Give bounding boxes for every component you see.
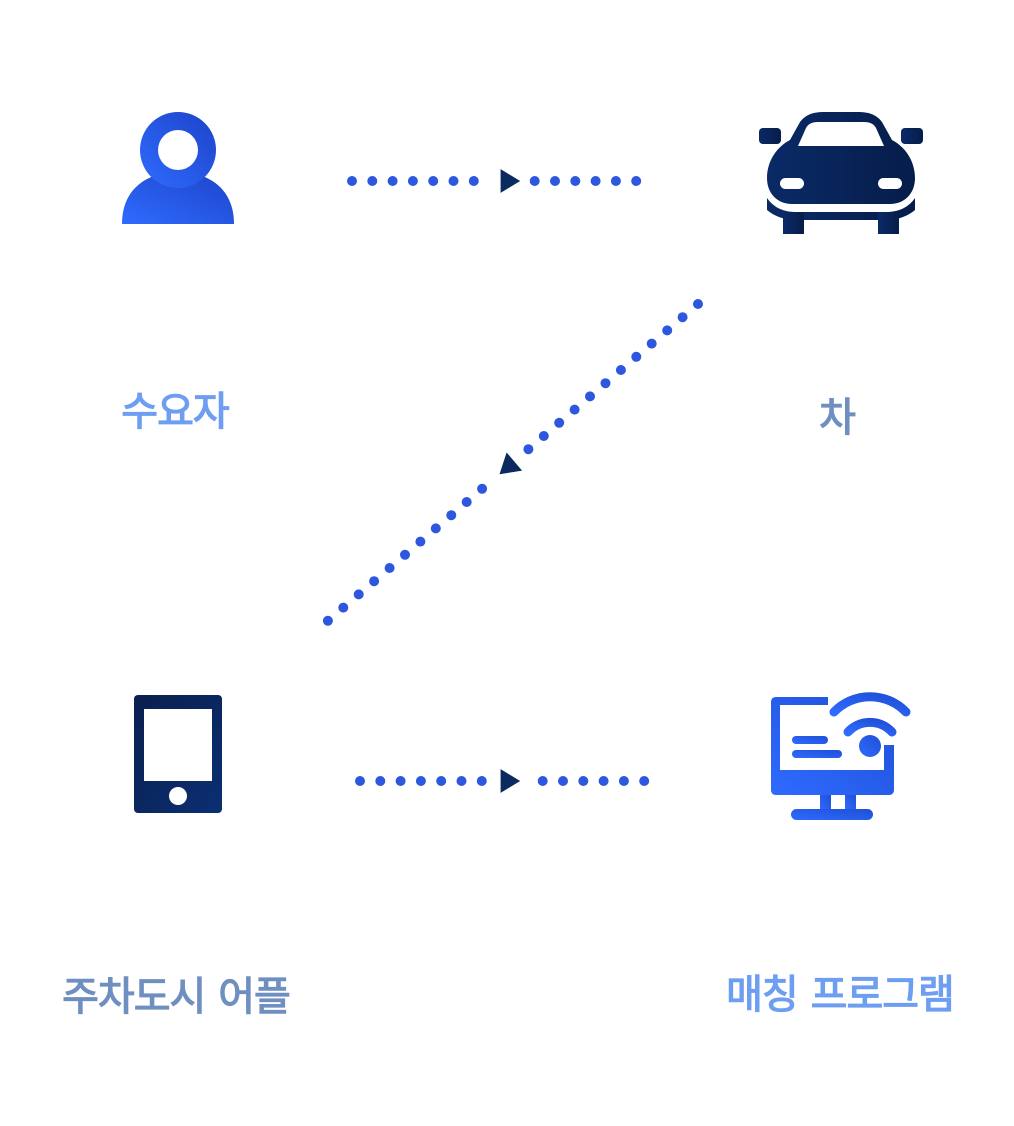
connector-dot xyxy=(387,176,398,186)
node-label-app: 주차도시 어플 xyxy=(62,974,291,1020)
connector-dot xyxy=(477,483,488,494)
connector-dot xyxy=(610,176,621,186)
connector-dot xyxy=(430,523,441,534)
connector-dot xyxy=(347,176,357,186)
connector-dot xyxy=(554,417,565,428)
connector-dot xyxy=(400,549,410,560)
connector-dot xyxy=(537,776,548,786)
connector-dot xyxy=(436,776,447,786)
connector-dot xyxy=(538,431,549,441)
connector-dot xyxy=(569,404,580,415)
connector-dot xyxy=(468,176,479,186)
connector-dot xyxy=(428,176,439,186)
node-label-matching: 매칭 프로그램 xyxy=(726,972,955,1018)
connector-dot xyxy=(693,299,703,309)
connector-dot xyxy=(558,776,568,786)
connector-dot xyxy=(461,497,472,507)
connector-dot xyxy=(662,325,673,336)
connector-dot xyxy=(550,176,560,186)
smartphone-icon xyxy=(134,695,222,813)
monitor-wifi-icon xyxy=(771,692,911,820)
connector-dot xyxy=(355,776,365,786)
arrowhead xyxy=(500,169,521,193)
connector-dot xyxy=(456,776,467,786)
connector-dot xyxy=(631,176,642,186)
arrowhead xyxy=(499,452,523,475)
connector-dot xyxy=(590,176,601,186)
connector-dot xyxy=(448,176,459,186)
connector-dot xyxy=(631,351,642,362)
connectors xyxy=(322,169,703,793)
connector-dot xyxy=(369,576,380,587)
edge-app-to-matching xyxy=(355,769,650,793)
connector-dot xyxy=(367,176,378,186)
arrowhead xyxy=(500,769,521,793)
connector-dot xyxy=(578,776,589,786)
connector-dot xyxy=(585,391,595,402)
connector-dot xyxy=(598,776,609,786)
connector-dot xyxy=(639,776,650,786)
car-icon xyxy=(759,112,923,234)
edge-car-to-app xyxy=(322,299,703,626)
connector-dot xyxy=(384,563,395,573)
connector-dot xyxy=(353,589,364,600)
connector-dot xyxy=(570,176,581,186)
connector-dot xyxy=(646,338,657,349)
edge-user-to-car xyxy=(347,169,642,193)
connector-dot xyxy=(677,312,688,323)
connector-dot xyxy=(415,776,426,786)
connector-dot xyxy=(415,536,426,547)
connector-dot xyxy=(600,378,611,389)
node-label-car: 차 xyxy=(819,395,856,441)
connector-dot xyxy=(618,776,629,786)
person-icon xyxy=(122,112,234,224)
connector-dot xyxy=(476,776,487,786)
node-label-user: 수요자 xyxy=(121,389,229,435)
connector-dot xyxy=(338,602,349,613)
connector-dot xyxy=(529,176,540,186)
connector-dot xyxy=(615,365,626,375)
connector-dot xyxy=(395,776,406,786)
connector-dot xyxy=(523,444,534,455)
connector-dot xyxy=(407,176,418,186)
connector-dot xyxy=(375,776,386,786)
connector-dot xyxy=(322,615,333,626)
connector-dot xyxy=(446,510,457,521)
